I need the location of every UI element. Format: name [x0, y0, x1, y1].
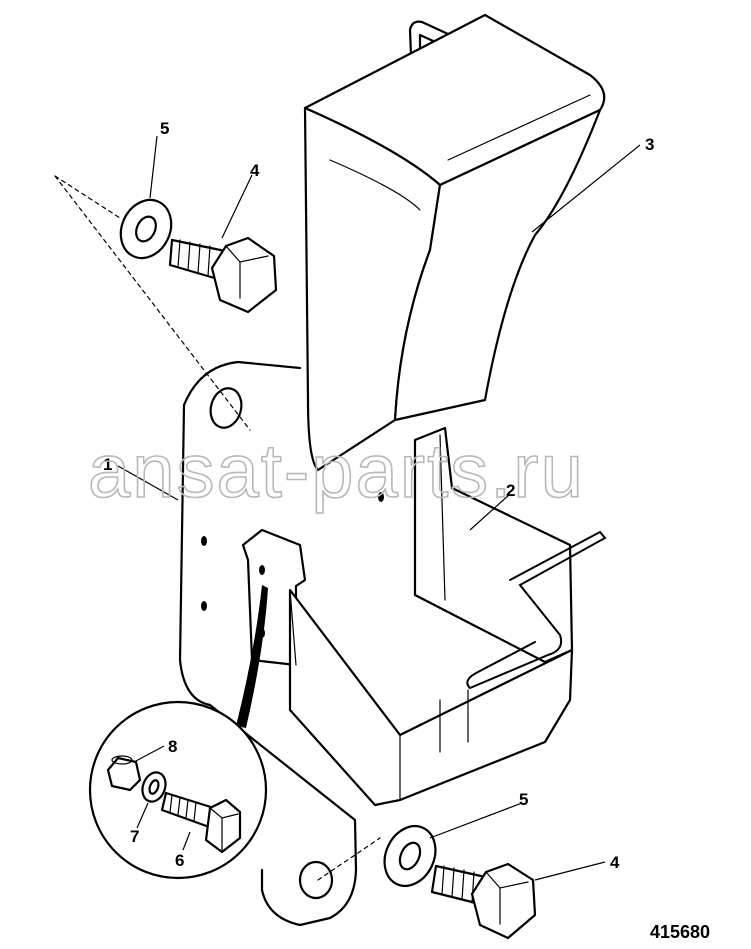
plate-hole-lower: [298, 860, 334, 900]
washer-part-5-top: [119, 198, 173, 260]
callout-8: 8: [168, 737, 177, 756]
detail-pointer: [236, 585, 268, 728]
callout-6: 6: [175, 851, 184, 870]
bolt-part-6: [160, 791, 242, 854]
drawing-number: 415680: [650, 922, 710, 942]
washer-part-7: [141, 771, 167, 803]
washer-part-5-bottom: [383, 825, 437, 887]
fastener-set-bottom: [383, 825, 537, 940]
callout-3: 3: [645, 135, 654, 154]
callout-4-bottom: 4: [610, 853, 620, 872]
plate-hole-upper: [209, 387, 243, 429]
holder-tray-part-2: [241, 426, 607, 807]
callout-1: 1: [103, 455, 112, 474]
cover-part-3: [303, 13, 606, 472]
callout-7: 7: [130, 827, 139, 846]
callout-4-top: 4: [250, 161, 260, 180]
plate-small-hole: [201, 601, 207, 611]
callout-5-bottom: 5: [519, 790, 528, 809]
fastener-set-top: [119, 198, 278, 314]
callout-labels: 1 2 3 4 5 4 5 6 7 8: [103, 119, 654, 872]
bolt-part-4-top: [168, 236, 278, 314]
watermark-text: ansat-parts.ru: [88, 429, 585, 514]
plate-small-hole: [378, 492, 384, 502]
leader-lines: [54, 135, 641, 881]
callout-2: 2: [506, 481, 515, 500]
nut-part-8: [106, 755, 142, 792]
plate-small-hole: [201, 536, 207, 546]
bolt-part-4-bottom: [430, 862, 537, 940]
callout-5-top: 5: [160, 119, 169, 138]
detail-view-circle: [88, 585, 268, 880]
